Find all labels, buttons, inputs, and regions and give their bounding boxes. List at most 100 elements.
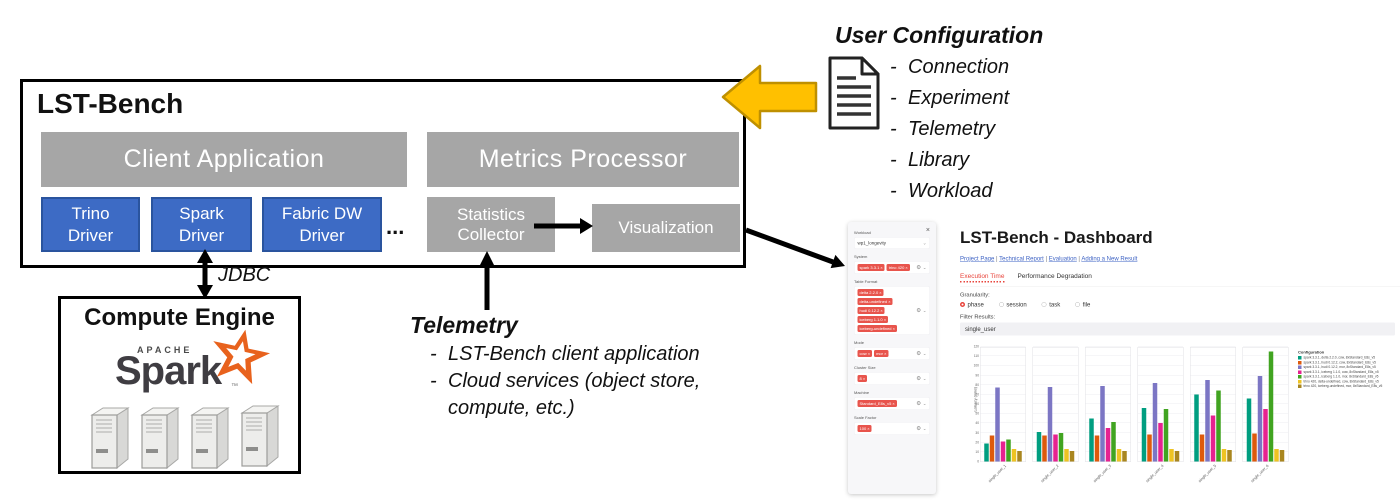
legend-swatch	[1298, 360, 1302, 365]
filter-results-input[interactable]: single_user	[960, 322, 1395, 336]
gear-icon[interactable]: ⚙	[916, 350, 922, 357]
workload-select[interactable]: wp1_longevity⌄	[854, 237, 930, 249]
filter-tag[interactable]: Standard_E8s_v5 ×	[857, 400, 897, 407]
tab-execution-time[interactable]: Execution Time	[960, 272, 1005, 283]
bar-group	[1246, 351, 1285, 462]
legend-label: spark 3.3.1, iceberg 1.1.0, mor, 8xStand…	[1303, 375, 1379, 379]
compute-engine-box: Compute Engine APACHE Spark ™	[58, 296, 301, 474]
list-text: LST-Bench client application	[448, 343, 700, 365]
radio-label: task	[1049, 301, 1061, 308]
gridline	[1190, 365, 1236, 366]
bar	[1047, 386, 1053, 462]
radio-label: session	[1006, 301, 1027, 308]
gridline	[1033, 365, 1078, 366]
gridline	[1138, 403, 1183, 404]
gear-icon[interactable]: ⚙	[916, 264, 922, 271]
bar	[1100, 385, 1105, 462]
dashboard-main: LST-Bench - Dashboard Project Page | Tec…	[960, 228, 1400, 500]
dashboard-link[interactable]: Evaluation	[1048, 255, 1077, 262]
filter-tag[interactable]: trino 420 ×	[886, 264, 910, 271]
chart-panel-wrap: single_user_2	[1032, 346, 1079, 486]
chart-panel-wrap: single_user_3	[1085, 346, 1131, 486]
list-dash: -	[890, 149, 897, 171]
bar	[1006, 439, 1011, 462]
gridline	[1243, 374, 1288, 376]
gridline	[1190, 355, 1236, 357]
filter-group-box: delta 2.2.0 × delta-undefined × hudi 0.12.…	[854, 286, 930, 335]
bar-group	[1036, 386, 1075, 462]
dashboard-tabs: Execution Time Performance Degradation	[960, 272, 1400, 287]
filter-group-box: 8 × ⚙⌄	[854, 372, 930, 385]
server-rack	[89, 403, 289, 473]
filter-tag[interactable]: iceberg 1.1.0 ×	[857, 316, 889, 323]
y-tick-label: 80	[975, 383, 979, 387]
gridline	[1033, 393, 1078, 395]
chevron-down-icon[interactable]: ⌄	[922, 307, 927, 313]
gridline	[1138, 346, 1183, 347]
chevron-down-icon[interactable]: ⌄	[922, 350, 927, 356]
gridline	[980, 422, 1026, 424]
gear-icon[interactable]: ⚙	[916, 307, 922, 314]
radio-file[interactable]: file	[1075, 301, 1090, 308]
gridline	[1085, 403, 1131, 404]
dashboard-link[interactable]: Adding a New Result	[1081, 255, 1138, 262]
gridline	[1243, 355, 1288, 357]
list-dash: -	[890, 56, 897, 78]
filter-tag[interactable]: 8 ×	[857, 375, 868, 382]
server-icon	[239, 405, 281, 469]
gear-icon[interactable]: ⚙	[916, 425, 922, 432]
gridline	[1190, 374, 1236, 376]
dashboard-link[interactable]: Project Page	[960, 255, 995, 262]
tab-performance-degradation[interactable]: Performance Degradation	[1017, 272, 1092, 280]
filter-group-box: Standard_E8s_v5 × ⚙⌄	[854, 397, 930, 410]
filter-tag[interactable]: delta 2.2.0 ×	[857, 289, 884, 296]
list-text: Library	[908, 149, 970, 171]
bar	[1221, 449, 1227, 462]
radio-session[interactable]: session	[998, 301, 1027, 308]
gridline	[1138, 365, 1183, 366]
gridline	[1243, 393, 1288, 395]
granularity-radios: phase session task file	[960, 301, 1090, 308]
list-dash: -	[890, 180, 897, 202]
bar	[1169, 449, 1174, 462]
gridline	[1138, 413, 1183, 414]
chevron-down-icon[interactable]: ⌄	[922, 264, 927, 270]
gridline	[1085, 413, 1131, 414]
telemetry-list: -LST-Bench client application-Cloud serv…	[430, 341, 760, 422]
filter-tag[interactable]: iceberg-undefined ×	[857, 325, 897, 332]
bar	[1199, 434, 1205, 462]
radio-task[interactable]: task	[1041, 301, 1061, 308]
filter-tag[interactable]: delta-undefined ×	[857, 298, 893, 305]
gear-icon[interactable]: ⚙	[916, 400, 922, 407]
gridline	[1085, 374, 1131, 376]
bar	[984, 443, 989, 462]
legend-item: spark 3.3.1, iceberg 1.1.0, cow, 8xStand…	[1298, 370, 1399, 374]
gridline	[1243, 346, 1288, 347]
gear-icon[interactable]: ⚙	[916, 375, 922, 382]
close-icon[interactable]: ×	[925, 225, 930, 234]
x-label-zone: single_user_4	[1138, 462, 1184, 486]
dashboard-link[interactable]: Technical Report	[999, 255, 1044, 262]
filter-tag[interactable]: hudi 0.12.2 ×	[857, 307, 885, 314]
x-label-zone: single_user_3	[1085, 462, 1131, 486]
filter-tag[interactable]: spark 3.3.1 ×	[857, 264, 885, 271]
filter-tag[interactable]: cow ×	[857, 350, 873, 357]
radio-phase[interactable]: phase	[960, 301, 984, 308]
filter-tags: cow ×mor ×	[857, 350, 915, 357]
filter-tag[interactable]: mor ×	[874, 350, 889, 357]
legend-swatch	[1298, 379, 1302, 384]
bar	[1210, 415, 1216, 462]
gridline	[980, 384, 1026, 385]
chevron-down-icon[interactable]: ⌄	[922, 375, 927, 381]
filter-tag[interactable]: 100 ×	[857, 425, 872, 432]
bar	[1058, 432, 1064, 462]
filter-group-label: Table Format	[854, 279, 878, 285]
legend-label: spark 3.3.1, iceberg 1.1.0, cow, 8xStand…	[1303, 370, 1379, 374]
filter-controls: ⚙⌄	[916, 308, 926, 314]
chevron-down-icon[interactable]: ⌄	[922, 425, 927, 431]
gridline	[1085, 365, 1131, 366]
chevron-down-icon[interactable]: ⌄	[922, 400, 927, 406]
